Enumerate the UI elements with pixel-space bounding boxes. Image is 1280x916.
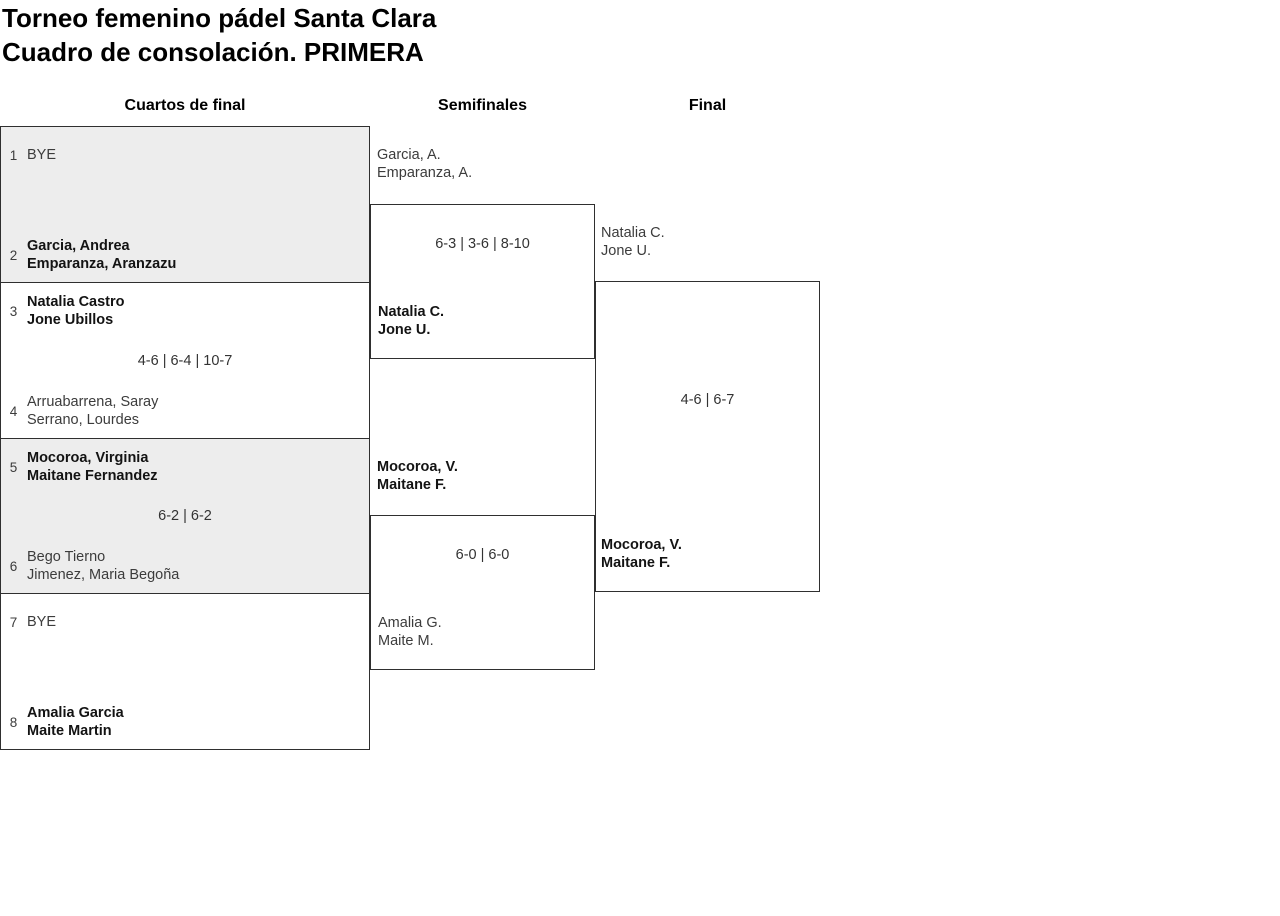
team-member: Natalia Castro xyxy=(27,294,125,310)
seed-number: 7 xyxy=(9,614,18,630)
match-score: 6-0 | 6-0 xyxy=(455,546,510,563)
qf4-top-participant: 7 BYE xyxy=(1,604,369,640)
sf1-top-team: Garcia, A. Emparanza, A. xyxy=(377,146,472,182)
sf2-match-box: 6-0 | 6-0 Amalia G. Maite M. xyxy=(370,515,595,670)
qf4-bottom-participant: 8 Amalia Garcia Maite Martin xyxy=(1,704,369,740)
team-member: Arruabarrena, Saray xyxy=(27,394,159,410)
team-member: Bego Tierno xyxy=(27,549,106,565)
team-member: Maite M. xyxy=(378,633,434,649)
sf2-top-team: Mocoroa, V. Maitane F. xyxy=(377,458,458,494)
sf1-match-box: 6-3 | 3-6 | 8-10 Natalia C. Jone U. xyxy=(370,204,595,359)
title-line-2: Cuadro de consolación. PRIMERA xyxy=(2,37,424,67)
final-top-team: Natalia C. Jone U. xyxy=(601,224,665,260)
qf-match-4: 7 BYE 8 Amalia Garcia Maite Martin xyxy=(1,593,369,749)
qf3-bottom-participant: 6 Bego Tierno Jimenez, Maria Begoña xyxy=(1,548,369,584)
page-title: Torneo femenino pádel Santa Clara Cuadro… xyxy=(2,1,436,69)
team-member: Maite Martin xyxy=(27,723,112,739)
team-member: Serrano, Lourdes xyxy=(27,412,140,428)
team-member: Amalia Garcia xyxy=(27,705,124,721)
team-member: Natalia C. xyxy=(378,304,445,320)
qf2-top-participant: 3 Natalia Castro Jone Ubillos xyxy=(1,293,369,329)
team-member: Maitane Fernandez xyxy=(27,468,158,484)
final-match-box: 4-6 | 6-7 xyxy=(595,281,820,592)
team-member: Mocoroa, Virginia xyxy=(27,450,149,466)
team-member: Mocoroa, V. xyxy=(377,459,458,475)
seed-number: 3 xyxy=(9,303,18,319)
match-score: 4-6 | 6-4 | 10-7 xyxy=(137,352,233,369)
team-member: Amalia G. xyxy=(378,615,442,631)
seed-number: 1 xyxy=(9,147,18,163)
qf3-top-participant: 5 Mocoroa, Virginia Maitane Fernandez xyxy=(1,449,369,485)
team-member: BYE xyxy=(27,614,57,630)
sf1-bottom-team: Natalia C. Jone U. xyxy=(378,303,444,339)
team-member: Mocoroa, V. xyxy=(601,537,682,553)
team-member: Emparanza, Aranzazu xyxy=(27,256,177,272)
team-names: Amalia Garcia Maite Martin xyxy=(27,704,124,740)
team-names: Garcia, Andrea Emparanza, Aranzazu xyxy=(27,237,176,273)
team-member: Jone U. xyxy=(378,322,431,338)
team-member: Emparanza, A. xyxy=(377,165,473,181)
team-names: Natalia Castro Jone Ubillos xyxy=(27,293,125,329)
quarterfinals-column: 1 BYE 2 Garcia, Andrea Emparanza, Aranza… xyxy=(0,126,370,750)
team-member: BYE xyxy=(27,147,57,163)
seed-number: 5 xyxy=(9,459,18,475)
seed-number: 4 xyxy=(9,403,18,419)
round-header-quarters: Cuartos de final xyxy=(124,97,246,114)
seed-number: 2 xyxy=(9,247,18,263)
team-member: Maitane F. xyxy=(377,477,447,493)
qf1-bottom-participant: 2 Garcia, Andrea Emparanza, Aranzazu xyxy=(1,237,369,273)
team-names: BYE xyxy=(27,137,56,173)
team-member: Jone Ubillos xyxy=(27,312,114,328)
team-member: Jimenez, Maria Begoña xyxy=(27,567,180,583)
qf2-bottom-participant: 4 Arruabarrena, Saray Serrano, Lourdes xyxy=(1,393,369,429)
round-header-final: Final xyxy=(688,97,727,114)
sf2-bottom-team: Amalia G. Maite M. xyxy=(378,614,442,650)
match-score: 6-3 | 3-6 | 8-10 xyxy=(435,235,530,252)
qf-match-1: 1 BYE 2 Garcia, Andrea Emparanza, Aranza… xyxy=(1,127,369,282)
team-names: BYE xyxy=(27,604,56,640)
team-member: Jone U. xyxy=(601,243,651,259)
team-names: Arruabarrena, Saray Serrano, Lourdes xyxy=(27,393,158,429)
final-bottom-team: Mocoroa, V. Maitane F. xyxy=(601,536,682,572)
match-score: 6-2 | 6-2 xyxy=(158,508,212,524)
team-member: Natalia C. xyxy=(601,225,665,241)
seed-number: 6 xyxy=(9,558,18,574)
seed-number: 8 xyxy=(9,714,18,730)
team-member: Garcia, A. xyxy=(377,147,441,163)
team-member: Garcia, Andrea xyxy=(27,238,130,254)
qf1-top-participant: 1 BYE xyxy=(1,137,369,173)
qf-match-2: 3 Natalia Castro Jone Ubillos 4-6 | 6-4 … xyxy=(1,282,369,438)
round-header-semifinals: Semifinales xyxy=(438,97,527,114)
team-names: Bego Tierno Jimenez, Maria Begoña xyxy=(27,548,179,584)
title-line-1: Torneo femenino pádel Santa Clara xyxy=(2,3,437,33)
team-names: Mocoroa, Virginia Maitane Fernandez xyxy=(27,449,158,485)
qf-match-3: 5 Mocoroa, Virginia Maitane Fernandez 6-… xyxy=(1,438,369,593)
match-score: 4-6 | 6-7 xyxy=(680,392,735,408)
team-member: Maitane F. xyxy=(601,555,671,571)
